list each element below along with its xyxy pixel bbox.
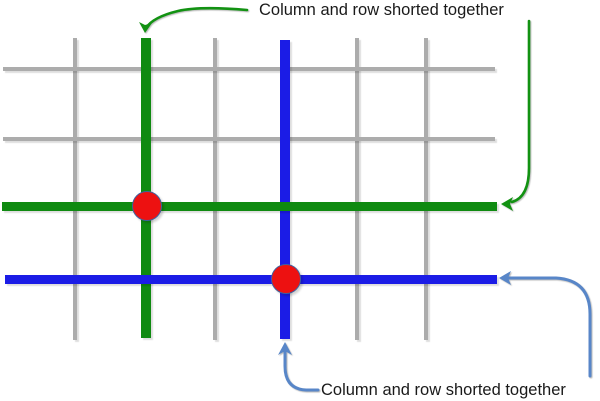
grid-row-2-gray bbox=[3, 137, 495, 141]
grid-row-4-blue bbox=[5, 275, 497, 284]
grid-column-3-gray bbox=[213, 38, 217, 340]
grid-column-2-green bbox=[141, 38, 151, 338]
grid-row-1-gray bbox=[3, 67, 495, 71]
grid-column-1-gray bbox=[73, 38, 77, 340]
green-arrow-to-column-head bbox=[139, 22, 152, 33]
blue-arrow-to-column bbox=[285, 349, 318, 390]
green-arrow-to-column bbox=[146, 8, 247, 28]
blue-arrow-to-column-head bbox=[278, 342, 292, 355]
green-arrow-to-row-head bbox=[501, 197, 513, 211]
short-dot-blue bbox=[271, 264, 301, 294]
blue-arrow-to-row-head bbox=[499, 271, 511, 285]
top-caption: Column and row shorted together bbox=[259, 1, 504, 19]
blue-arrow-to-row bbox=[506, 278, 590, 376]
bottom-caption: Column and row shorted together bbox=[321, 381, 566, 399]
grid-column-6-gray bbox=[424, 38, 428, 340]
grid-row-3-green bbox=[2, 202, 497, 211]
grid-column-4-blue bbox=[280, 40, 290, 339]
grid-column-5-gray bbox=[355, 38, 359, 340]
green-arrow-to-row bbox=[512, 21, 529, 202]
short-dot-green bbox=[132, 191, 162, 221]
